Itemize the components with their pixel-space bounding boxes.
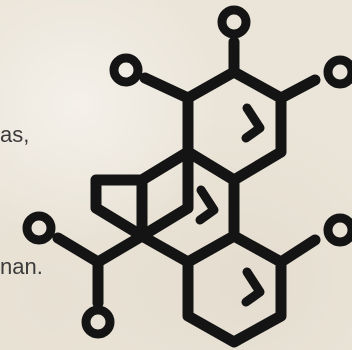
ring-bottom bbox=[182, 230, 287, 348]
bond-left-oxygen bbox=[139, 72, 194, 104]
oxygen-atom-carboxyl-left bbox=[22, 211, 56, 245]
text-fragment-top: as, bbox=[0, 122, 30, 147]
bond-right-oxygen bbox=[275, 74, 321, 104]
bond-lower-right-oxygen bbox=[275, 234, 321, 268]
oxygen-atom-left bbox=[109, 53, 143, 87]
aromatic-mark-middle bbox=[195, 185, 219, 225]
oxygen-atom-carboxyl-down bbox=[81, 305, 115, 339]
oxygen-atom-right bbox=[323, 55, 352, 89]
bond-carboxyl-upper bbox=[92, 230, 148, 268]
oxygen-atom-top bbox=[217, 5, 251, 39]
aromatic-mark-bottom bbox=[241, 267, 265, 307]
aromatic-mark-top bbox=[241, 103, 265, 143]
oxygen-atom-lower-right bbox=[323, 213, 352, 247]
text-fragment-bottom: nan. bbox=[0, 254, 43, 279]
bond-carboxyl-oxygen-left bbox=[52, 232, 104, 268]
